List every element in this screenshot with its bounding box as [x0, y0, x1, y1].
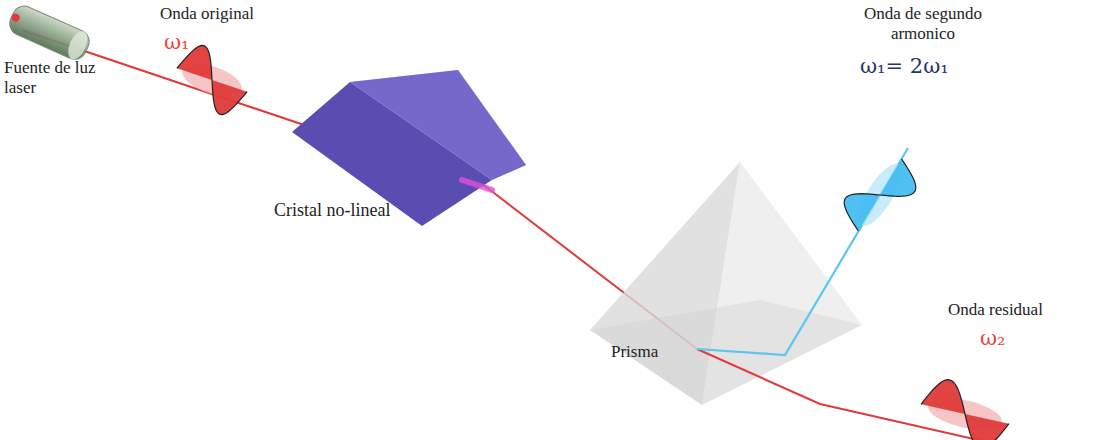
frequency-label: ω₁= 2ω₁	[860, 54, 949, 78]
wave-label: Onda residual	[948, 300, 1043, 320]
source-label: Fuente de luz laser	[4, 58, 100, 97]
wave	[915, 375, 1016, 440]
frequency-label: ω₂	[980, 326, 1006, 350]
wave	[834, 145, 925, 246]
prism	[590, 162, 862, 405]
residual-beam	[697, 349, 1098, 440]
wave-label: Onda original	[160, 4, 254, 24]
harmonic-beam	[697, 148, 908, 355]
laser-source	[6, 2, 93, 63]
wave-label: Onda de segundo armonico	[838, 4, 1008, 43]
frequency-label: ω₁	[164, 30, 190, 54]
crystal-label: Cristal no-lineal	[274, 200, 390, 221]
prism-label: Prisma	[611, 342, 658, 362]
